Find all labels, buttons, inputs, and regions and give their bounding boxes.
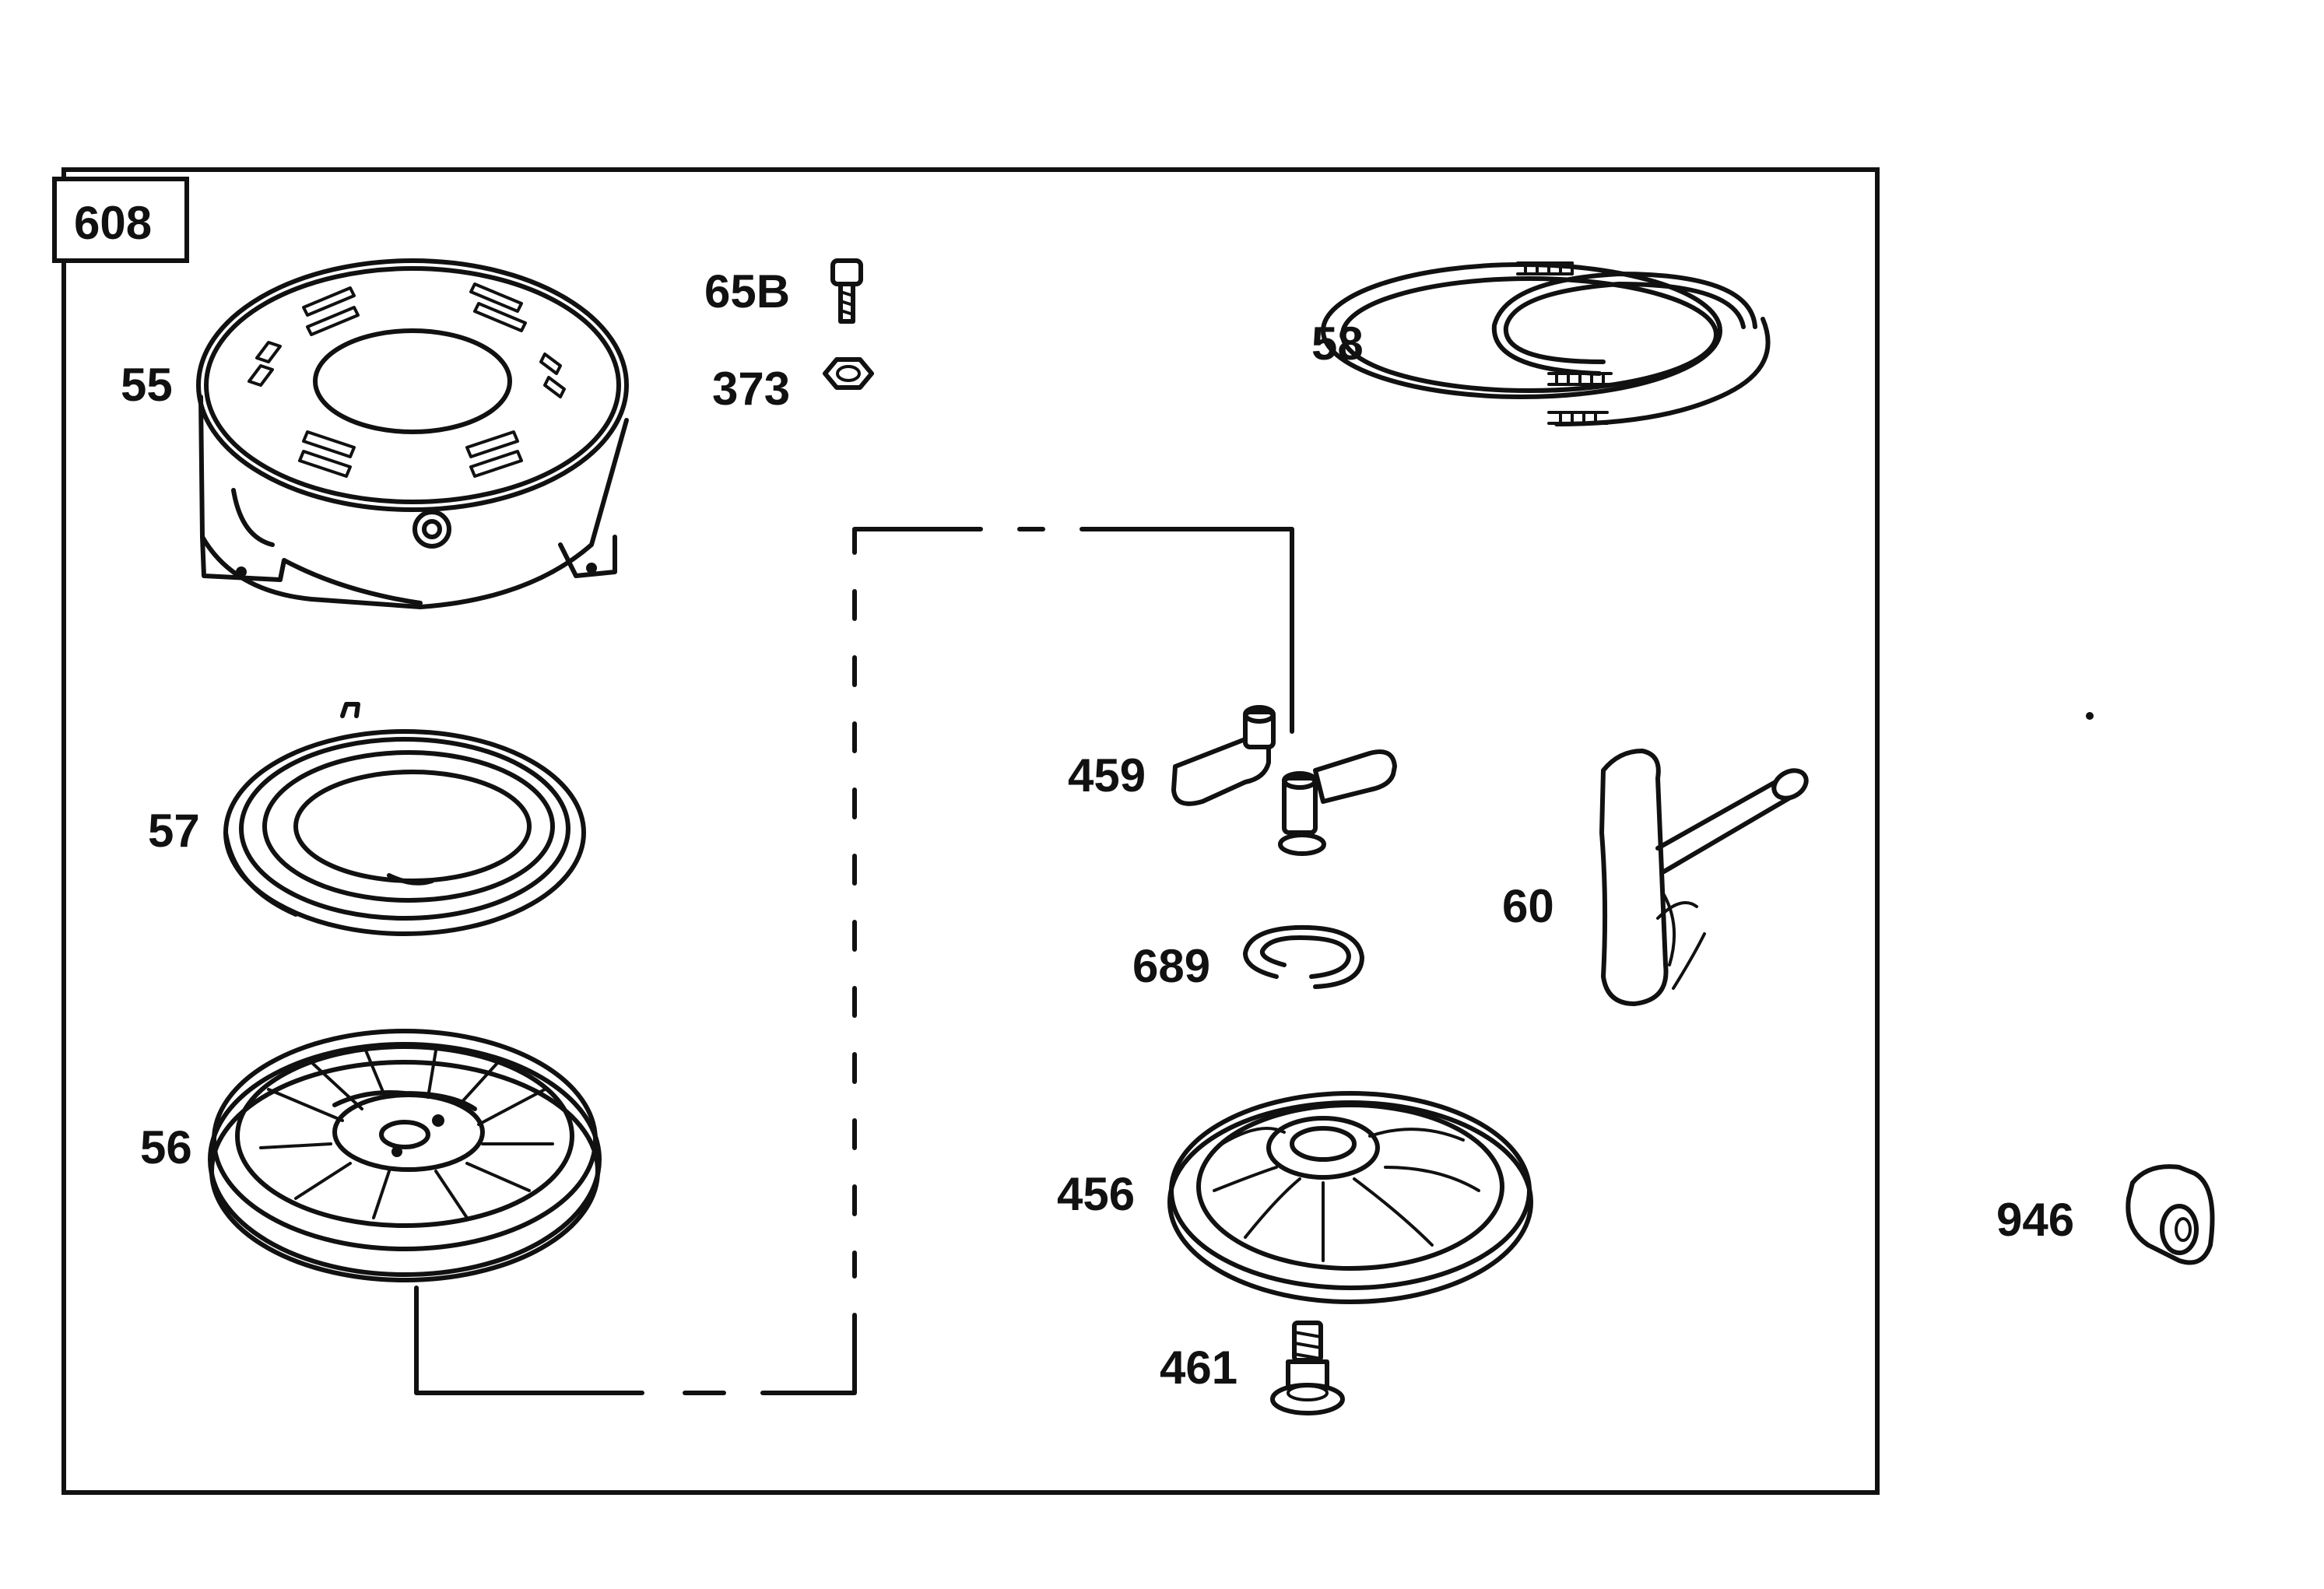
starter-handle-illustration [1599, 749, 1809, 1006]
part-label-57: 57 [148, 805, 200, 857]
part-label-456: 456 [1057, 1168, 1135, 1220]
kit-label: 608 [74, 197, 152, 249]
stray-mark [2086, 712, 2094, 720]
kit-outline [61, 167, 1880, 1495]
part-label-459: 459 [1068, 749, 1146, 802]
recoil-spring-illustration [223, 702, 586, 936]
part-label-461: 461 [1160, 1342, 1237, 1394]
part-label-689: 689 [1132, 940, 1210, 992]
starter-rope-illustration [1321, 261, 1771, 426]
part-label-56: 56 [140, 1121, 192, 1173]
pawls-illustration [1171, 705, 1397, 856]
kit-label-box [52, 177, 189, 263]
assembly-connector-line [414, 527, 1294, 1395]
starter-housing-illustration [196, 258, 629, 609]
part-label-65b: 65B [704, 265, 790, 317]
part-label-373: 373 [712, 363, 790, 415]
retaining-ring-illustration [1243, 924, 1364, 989]
part-label-946: 946 [1996, 1194, 2074, 1246]
part-label-55: 55 [121, 359, 173, 411]
screw-461-illustration [1270, 1321, 1345, 1415]
pulley-illustration [208, 1029, 602, 1282]
ratchet-illustration [1167, 1091, 1533, 1304]
part-label-60: 60 [1502, 880, 1554, 932]
part-label-58: 58 [1311, 317, 1364, 370]
nut-373-illustration [823, 357, 874, 390]
screw-65b-illustration [830, 258, 863, 324]
sleeve-946-illustration [2126, 1164, 2215, 1265]
